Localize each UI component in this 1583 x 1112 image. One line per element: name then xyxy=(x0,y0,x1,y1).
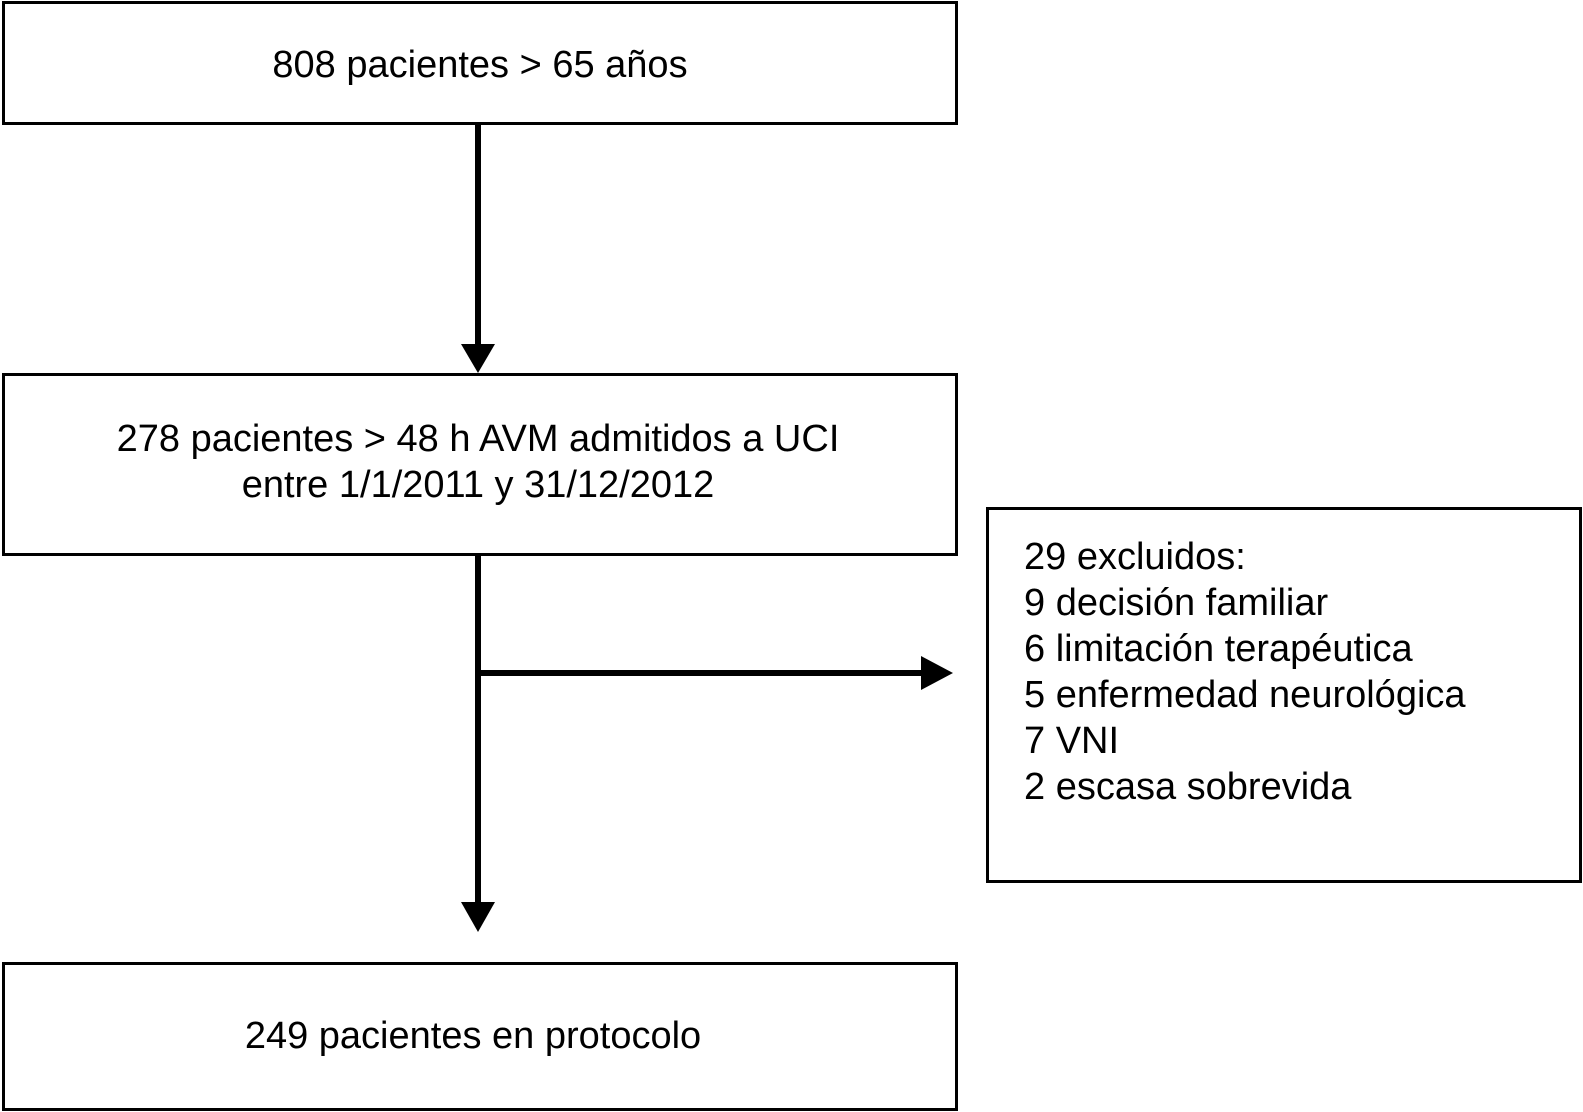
excluded-item: 5 enfermedad neurológica xyxy=(1024,674,1466,716)
excluded-box: 29 excluidos: 9 decisión familiar 6 limi… xyxy=(986,507,1582,883)
step1-box: 808 pacientes > 65 años xyxy=(2,1,958,125)
step2-line-1: 278 pacientes > 48 h AVM admitidos a UCI xyxy=(116,418,840,460)
excluded-item: 9 decisión familiar xyxy=(1024,582,1329,624)
excluded-list: 29 excluidos: 9 decisión familiar 6 limi… xyxy=(1024,534,1466,810)
excluded-item: 6 limitación terapéutica xyxy=(1024,628,1413,670)
step2-line-2: entre 1/1/2011 y 31/12/2012 xyxy=(241,464,715,507)
arrow-step2-to-step3-head xyxy=(461,902,495,932)
step2-label: 278 pacientes > 48 h AVM admitidos a UCI… xyxy=(5,416,951,509)
step2-box: 278 pacientes > 48 h AVM admitidos a UCI… xyxy=(2,373,958,556)
excluded-total: 29 excluidos: xyxy=(1024,536,1246,578)
excluded-item: 2 escasa sobrevida xyxy=(1024,766,1352,808)
step1-label: 808 pacientes > 65 años xyxy=(272,44,688,86)
arrow-to-excluded-head xyxy=(921,656,953,690)
step3-label: 249 pacientes en protocolo xyxy=(244,1015,702,1057)
excluded-item: 7 VNI xyxy=(1024,720,1120,762)
arrow-step1-to-step2-head xyxy=(461,344,495,373)
step3-box: 249 pacientes en protocolo xyxy=(2,962,958,1111)
